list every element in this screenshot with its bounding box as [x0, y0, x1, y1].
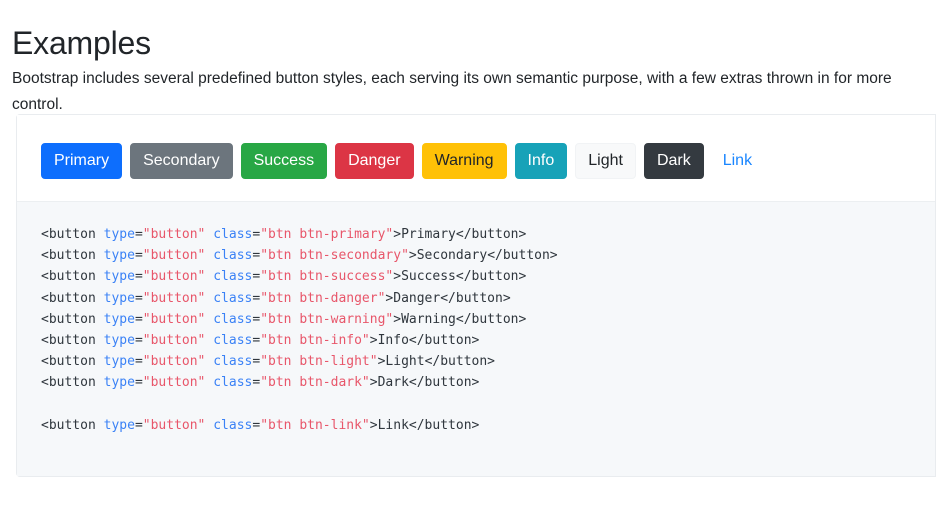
code-line: <button type="button" class="btn btn-dan…	[41, 290, 511, 306]
button-danger[interactable]: Danger	[335, 143, 414, 179]
button-secondary[interactable]: Secondary	[130, 143, 233, 179]
code-line: <button type="button" class="btn btn-sec…	[41, 248, 558, 264]
code-line: <button type="button" class="btn btn-lin…	[41, 417, 480, 433]
button-success[interactable]: Success	[240, 143, 328, 179]
button-info[interactable]: Info	[514, 143, 568, 179]
code-line: <button type="button" class="btn btn-inf…	[41, 333, 480, 349]
page-title: Examples	[12, 25, 151, 62]
code-line: <button type="button" class="btn btn-lig…	[41, 354, 496, 370]
code-snippet[interactable]: <button type="button" class="btn btn-pri…	[17, 224, 935, 436]
code-highlight-block: <button type="button" class="btn btn-pri…	[17, 201, 935, 477]
code-content: <button type="button" class="btn btn-pri…	[41, 224, 911, 436]
code-line: <button type="button" class="btn btn-pri…	[41, 227, 527, 242]
button-primary[interactable]: Primary	[41, 143, 123, 179]
button-warning[interactable]: Warning	[421, 143, 507, 179]
code-line: <button type="button" class="btn btn-suc…	[41, 269, 527, 285]
button-link[interactable]: Link	[712, 143, 763, 179]
button-dark[interactable]: Dark	[643, 143, 704, 179]
code-line	[41, 394, 911, 415]
code-line: <button type="button" class="btn btn-war…	[41, 311, 527, 327]
page-lead-paragraph: Bootstrap includes several predefined bu…	[12, 69, 892, 113]
code-line: <button type="button" class="btn btn-dar…	[41, 375, 480, 391]
button-light[interactable]: Light	[575, 143, 636, 179]
